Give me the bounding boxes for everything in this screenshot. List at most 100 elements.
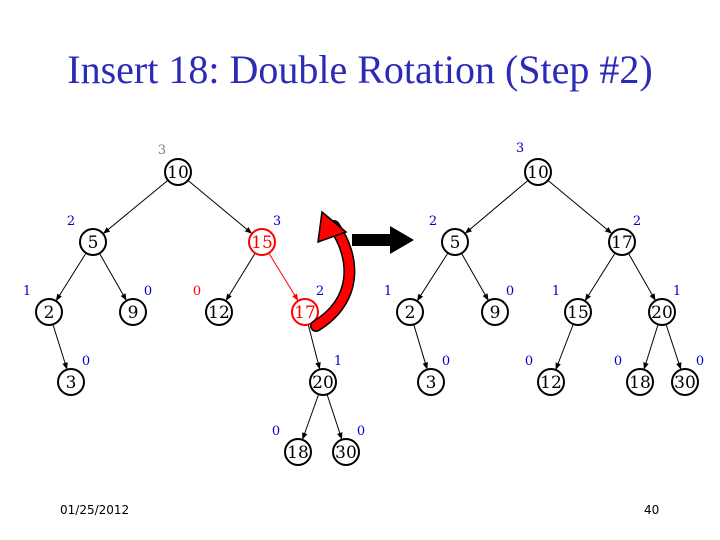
node-circle [291, 298, 319, 326]
curved-rotation-arrow-icon [310, 210, 356, 332]
tree-node: 12 0 [525, 354, 565, 396]
node-key: 15 [567, 303, 589, 323]
tree-edge [268, 252, 299, 302]
node-key: 17 [611, 233, 633, 253]
tree-edge [555, 323, 574, 371]
node-height-label: 1 [334, 354, 342, 369]
node-key: 15 [251, 233, 273, 253]
node-key: 18 [629, 373, 651, 393]
node-height-label: 3 [516, 141, 524, 156]
node-key: 5 [88, 233, 99, 253]
node-key: 20 [312, 373, 334, 393]
node-circle [537, 368, 565, 396]
tree-node: 52 [429, 214, 469, 256]
tree-node: 103 [516, 141, 552, 186]
node-height-label: 0 [506, 284, 514, 299]
node-height-label: 3 [158, 143, 166, 158]
tree-edge [187, 179, 253, 235]
node-key: 12 [540, 373, 562, 393]
tree-node: 172 [291, 284, 324, 326]
tree-edge [99, 253, 127, 301]
node-circle [35, 298, 63, 326]
node-circle [441, 228, 469, 256]
tree-node: 90 [119, 284, 152, 326]
tree-node: 18 0 [614, 354, 654, 396]
node-key: 10 [167, 163, 189, 183]
tree-node: 172 [608, 214, 641, 256]
node-circle [284, 438, 312, 466]
tree-edge [547, 179, 613, 235]
node-circle [119, 298, 147, 326]
node-key: 2 [405, 303, 416, 323]
node-height-label: 0 [525, 354, 533, 369]
node-circle [164, 158, 192, 186]
node-height-label: 0 [193, 284, 201, 299]
tree-edge [461, 253, 489, 301]
node-circle [57, 368, 85, 396]
node-circle [205, 298, 233, 326]
node-key: 3 [66, 373, 77, 393]
tree-node: 21 [384, 284, 424, 326]
node-circle [332, 438, 360, 466]
tree-edge [584, 252, 616, 302]
node-height-label: 0 [357, 424, 365, 439]
node-circle [417, 368, 445, 396]
node-circle [248, 228, 276, 256]
node-circle [524, 158, 552, 186]
tree-node: 15 1 [552, 284, 592, 326]
tree-node: 21 [23, 284, 63, 326]
node-key: 20 [651, 303, 673, 323]
node-height-label: 0 [82, 354, 90, 369]
page-number: 40 [644, 503, 660, 517]
node-height-label: 1 [384, 284, 392, 299]
tree-node: 300 [332, 424, 365, 466]
node-height-label: 0 [144, 284, 152, 299]
node-height-label: 2 [67, 214, 75, 229]
node-key: 12 [208, 303, 230, 323]
node-height-label: 1 [673, 284, 681, 299]
node-key: 10 [527, 163, 549, 183]
tree-node: 201 [648, 284, 681, 326]
node-circle [671, 368, 699, 396]
nodes-layer: 1035215321901201723020118030010352172219… [23, 141, 704, 466]
node-height-label: 0 [696, 354, 704, 369]
tree-edge [464, 179, 529, 235]
tree-node: 180 [272, 424, 312, 466]
node-height-label: 0 [272, 424, 280, 439]
node-key: 3 [426, 373, 437, 393]
tree-edge [416, 252, 449, 302]
node-height-label: 2 [429, 214, 437, 229]
node-circle [309, 368, 337, 396]
node-height-label: 1 [23, 284, 31, 299]
right-arrow-icon [352, 226, 414, 254]
node-height-label: 0 [614, 354, 622, 369]
tree-node: 12 0 [193, 284, 233, 326]
node-height-label: 0 [442, 354, 450, 369]
node-circle [481, 298, 509, 326]
node-key: 9 [490, 303, 501, 323]
node-key: 30 [674, 373, 696, 393]
tree-node: 103 [158, 143, 192, 186]
arrows-layer [310, 210, 414, 332]
tree-edge [307, 324, 321, 370]
tree-node: 30 [57, 354, 90, 396]
node-height-label: 3 [273, 214, 281, 229]
tree-node: 300 [671, 354, 704, 396]
node-height-label: 1 [552, 284, 560, 299]
tree-node: 30 [417, 354, 450, 396]
tree-node: 201 [309, 354, 342, 396]
node-circle [608, 228, 636, 256]
edges-layer [52, 179, 682, 440]
tree-edge [628, 253, 656, 301]
footer-date: 01/25/2012 [60, 503, 130, 517]
tree-edge [643, 324, 659, 370]
node-height-label: 2 [633, 214, 641, 229]
tree-node: 52 [67, 214, 107, 256]
tree-edge [102, 179, 169, 235]
node-key: 30 [335, 443, 357, 463]
node-circle [626, 368, 654, 396]
node-height-label: 2 [316, 284, 324, 299]
tree-edge [413, 324, 428, 370]
node-circle [396, 298, 424, 326]
